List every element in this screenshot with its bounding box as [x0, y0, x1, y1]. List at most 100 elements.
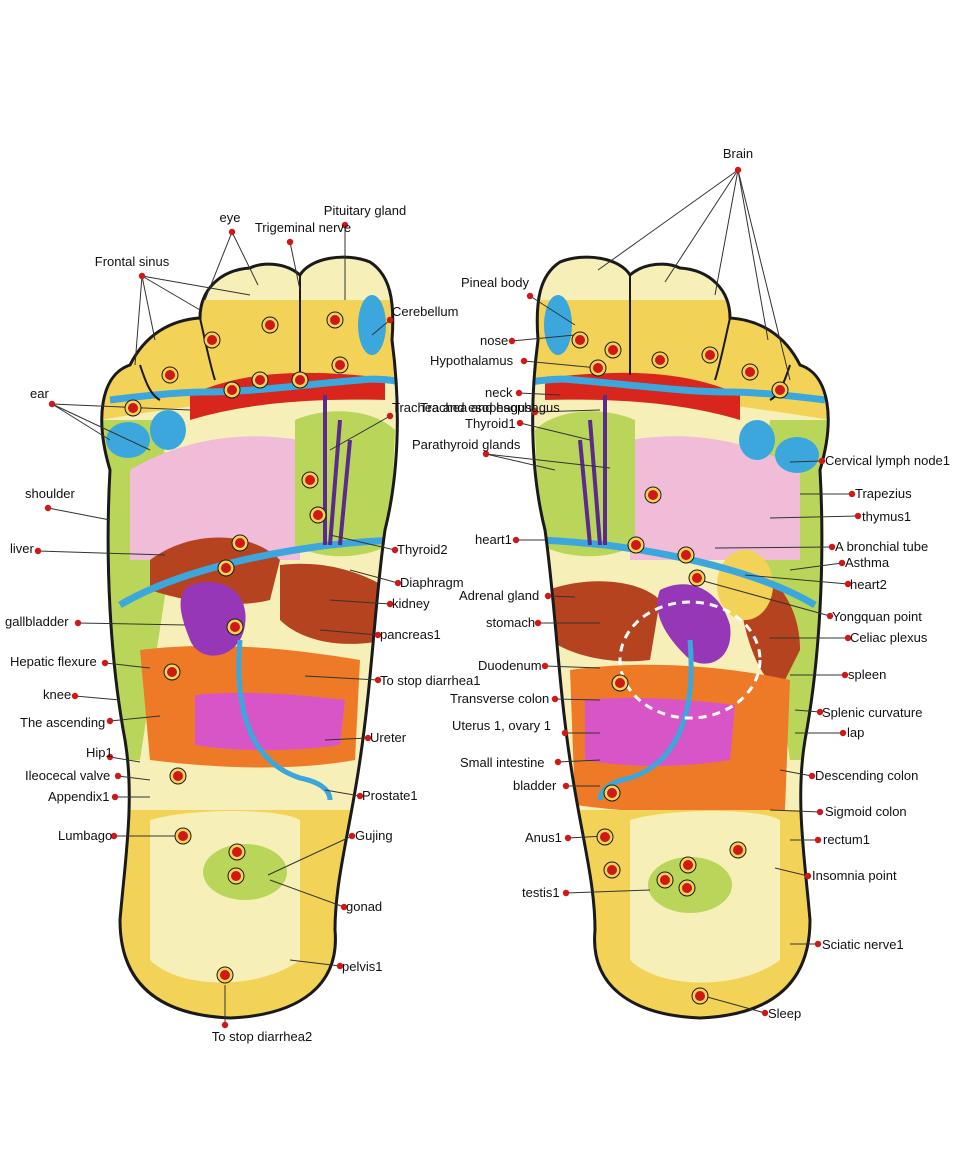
left-foot-outline: [100, 255, 399, 1020]
right-label-lap: lap: [847, 725, 864, 740]
right-label-small-intestine: Small intestine: [460, 755, 545, 770]
left-label-dot-ureter: [364, 734, 372, 742]
right-leader-descending-colon: [779, 769, 813, 777]
left-esophagus-lines: [323, 395, 352, 546]
reflex-point: [593, 363, 603, 373]
left-leader-pancreas1: [319, 629, 379, 636]
left-label-thyroid2: Thyroid2: [397, 542, 448, 557]
right-label-dot-sleep: [761, 1009, 769, 1017]
left-label-hip1: Hip1: [86, 745, 113, 760]
left-leader-pelvis1: [289, 959, 341, 967]
right-label-dot-heart1: [512, 536, 520, 544]
left-label-dot-gonad: [340, 903, 348, 911]
left-label-dot-hepatic-flexure: [101, 659, 109, 667]
left-leader-to-stop-diarrhea1: [304, 675, 379, 681]
reflex-point: [733, 845, 743, 855]
right-label-heart1: heart1: [475, 532, 512, 547]
right-label-uterus-ovary: Uterus 1, ovary 1: [452, 718, 551, 733]
left-kidney-zone: [280, 563, 390, 644]
reflex-point: [231, 871, 241, 881]
right-leader-small-intestine: [557, 759, 601, 763]
left-label-dot-pelvis1: [336, 962, 344, 970]
right-label-pineal-body: Pineal body: [461, 275, 529, 290]
right-label-splenic-curvature: Splenic curvature: [822, 705, 922, 720]
left-label-knee: knee: [43, 687, 71, 702]
right-label-spleen: spleen: [848, 667, 886, 682]
right-label-dot-hypothalamus: [520, 357, 528, 365]
left-label-pelvis1: pelvis1: [342, 959, 382, 974]
left-label-dot-hip1: [106, 753, 114, 761]
right-leader-neck: [518, 392, 561, 396]
left-stomach-zone: [180, 581, 246, 656]
left-label-trigeminal-nerve: Trigeminal nerve: [255, 220, 351, 235]
left-label-liver: liver: [10, 541, 35, 556]
point-markers: [34, 166, 862, 1029]
right-leader-insomnia-point: [774, 867, 809, 877]
right-label-dot-yongquan-point: [826, 612, 834, 620]
left-label-dot-pancreas1: [374, 631, 382, 639]
reflex-point: [660, 875, 670, 885]
reflex-point: [167, 667, 177, 677]
right-label-trachea-esophagus: Trachea and esophagus: [420, 400, 560, 415]
right-leader-bronchial-tube: [714, 546, 833, 549]
left-leader-thyroid2: [329, 534, 396, 551]
right-leader-brain-2: [664, 169, 739, 283]
right-leader-trachea-esophagus: [534, 409, 601, 413]
left-leader-ear-1: [51, 403, 111, 441]
left-label-dot-trigeminal-nerve: [286, 238, 294, 246]
right-leader-cervical-lymph-node1: [789, 460, 823, 463]
reflex-point: [230, 622, 240, 632]
right-label-dot-uterus-ovary: [561, 729, 569, 737]
right-label-stomach: stomach: [486, 615, 535, 630]
right-leader-splenic-curvature: [794, 709, 821, 713]
right-leader-sigmoid-colon: [769, 809, 821, 813]
right-leader-thyroid1: [519, 422, 591, 441]
left-leader-trachea-esophagus: [329, 415, 391, 451]
reflex-point: [775, 385, 785, 395]
left-label-dot-knee: [71, 692, 79, 700]
reflex-point: [295, 375, 305, 385]
left-neck-line: [109, 375, 398, 404]
right-label-dot-brain: [734, 166, 742, 174]
right-label-heart2: heart2: [850, 577, 887, 592]
right-label-dot-spleen: [841, 671, 849, 679]
left-label-ascending: The ascending: [20, 715, 105, 730]
left-toe-separators: [139, 274, 302, 401]
right-label-celiac-plexus: Celiac plexus: [850, 630, 928, 645]
right-label-cervical-lymph-node1: Cervical lymph node1: [825, 453, 950, 468]
left-ureter-line: [236, 639, 333, 801]
right-label-bronchial-tube: A bronchial tube: [835, 539, 928, 554]
right-label-anus1: Anus1: [525, 830, 562, 845]
right-label-yongquan-point: Yongquan point: [832, 609, 922, 624]
left-label-dot-liver: [34, 547, 42, 555]
right-label-brain: Brain: [723, 146, 753, 161]
right-label-dot-thyroid1: [516, 419, 524, 427]
left-label-dot-to-stop-diarrhea2: [221, 1021, 229, 1029]
right-leader-brain-1: [597, 169, 739, 271]
left-label-dot-eye: [228, 228, 236, 236]
left-label-cerebellum: Cerebellum: [392, 304, 458, 319]
right-label-dot-rectum1: [814, 836, 822, 844]
right-label-dot-heart2: [844, 580, 852, 588]
left-leader-frontal-sinus-3: [141, 275, 201, 311]
left-label-shoulder: shoulder: [25, 486, 76, 501]
left-leader-hepatic-flexure: [104, 662, 151, 669]
reflex-point: [207, 335, 217, 345]
left-label-kidney: kidney: [392, 596, 430, 611]
right-label-dot-adrenal-gland: [544, 592, 552, 600]
left-label-ileocecal-valve: Ileocecal valve: [25, 768, 110, 783]
left-label-dot-diaphragm: [394, 579, 402, 587]
left-leader-trigeminal-nerve: [289, 241, 301, 291]
left-leader-frontal-sinus-2: [141, 275, 156, 341]
left-label-appendix1: Appendix1: [48, 789, 109, 804]
right-pineal-zone: [544, 295, 572, 355]
reflex-point: [128, 403, 138, 413]
reflex-point: [683, 860, 693, 870]
right-label-bladder: bladder: [513, 778, 557, 793]
left-label-frontal-sinus: Frontal sinus: [95, 254, 170, 269]
left-label-pituitary-gland: Pituitary gland: [324, 203, 406, 218]
reflex-point: [631, 540, 641, 550]
left-leader-shoulder: [47, 507, 111, 521]
